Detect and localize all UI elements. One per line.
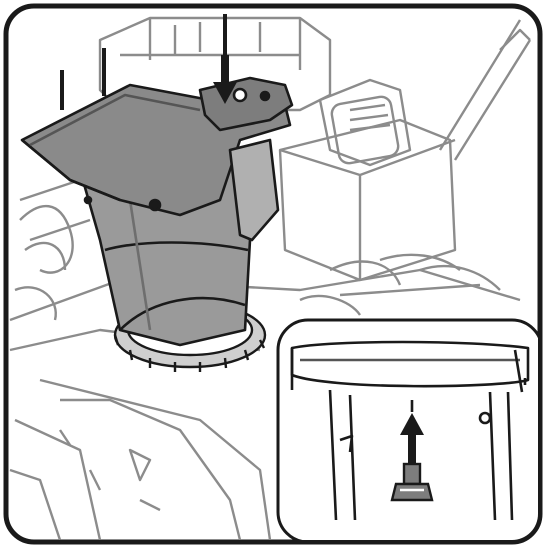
retaining-nut	[390, 462, 434, 502]
discharge-chute	[20, 76, 294, 347]
up-arrow-icon	[400, 413, 424, 464]
detail-inset	[276, 318, 538, 540]
down-arrow-icon	[213, 55, 237, 104]
snow-blower-body-outline	[9, 16, 532, 540]
mounting-studs	[60, 14, 227, 110]
